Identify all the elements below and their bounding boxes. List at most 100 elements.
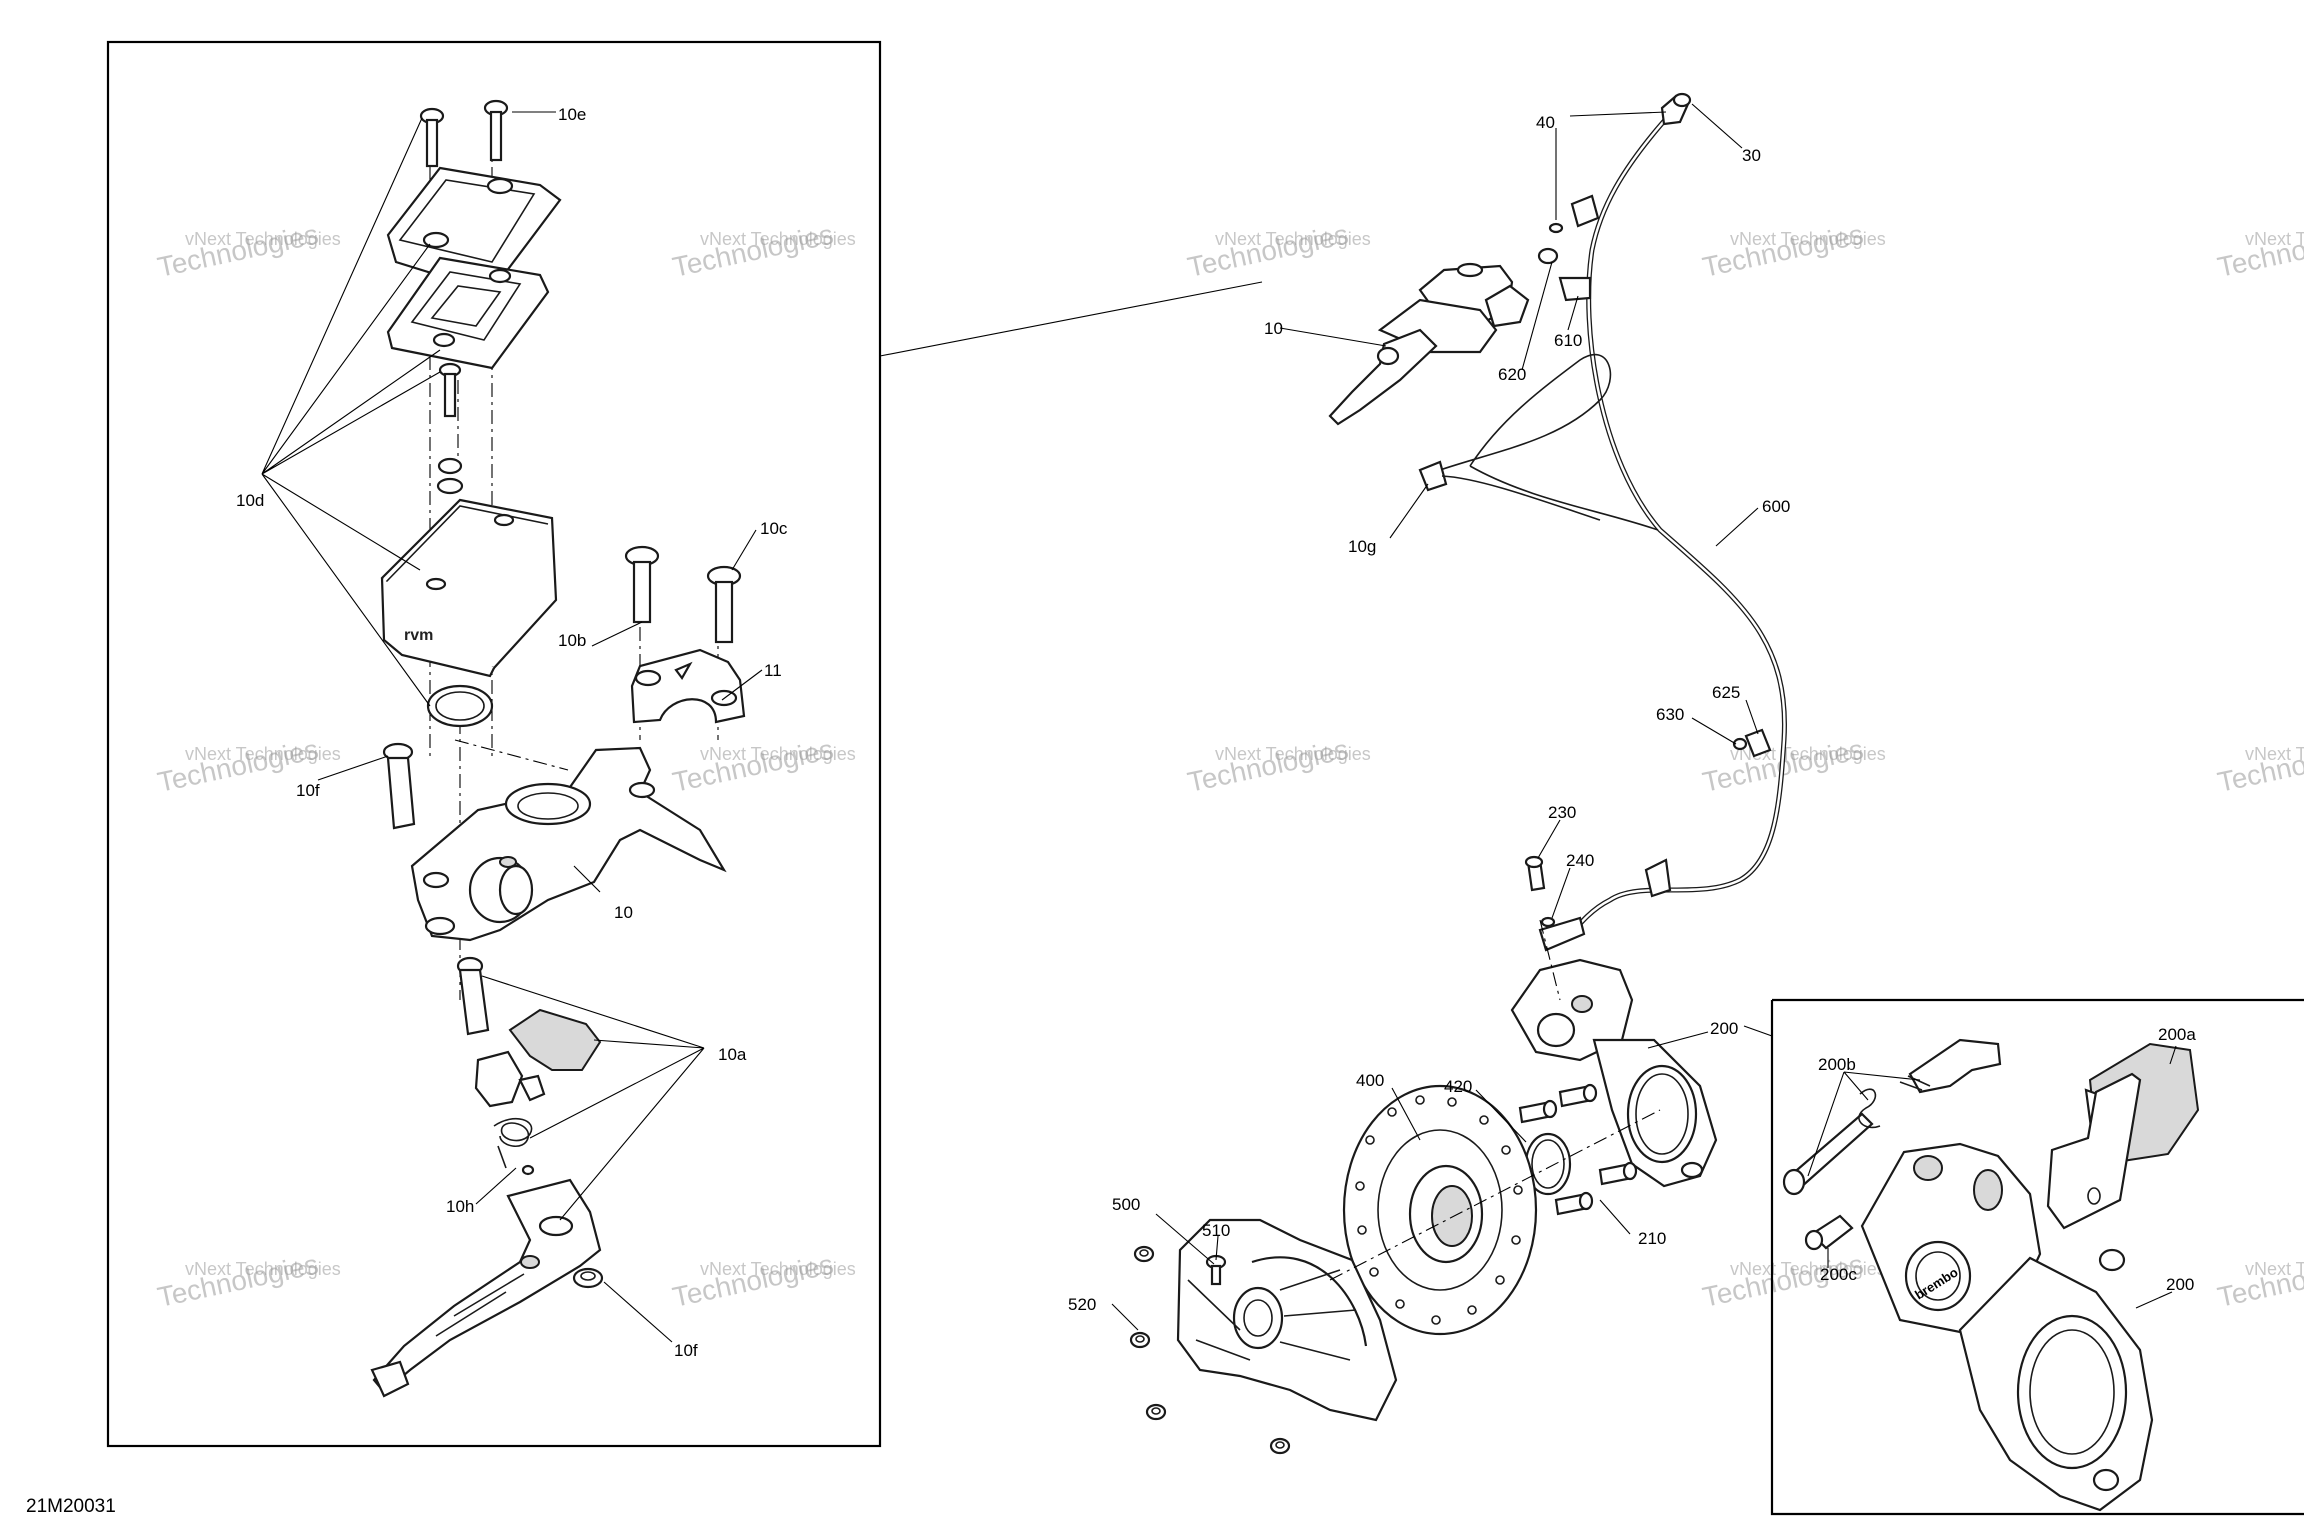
inset-leader-lines bbox=[1807, 1045, 2177, 1309]
callout-200b: 200b bbox=[1818, 1055, 1856, 1074]
inset-frame bbox=[1770, 998, 2304, 1516]
guard-nut bbox=[1269, 1437, 1291, 1455]
main-leader-lines bbox=[1111, 103, 1759, 1331]
brake-caliper bbox=[1510, 958, 1718, 1188]
watermark: vNext Technologies Technologies bbox=[1185, 219, 1371, 283]
watermark: vNext Technologies Technologies bbox=[155, 1249, 341, 1313]
reservoir-embossed-mark: rvm bbox=[404, 627, 433, 644]
callout-510: 510 bbox=[1202, 1221, 1230, 1240]
svg-text:vNext Technologies: vNext Technologies bbox=[1215, 229, 1371, 249]
callout-600: 600 bbox=[1762, 497, 1790, 516]
watermark: vNext Technologies Technologies bbox=[155, 219, 341, 283]
pivot-pin bbox=[382, 742, 416, 830]
detail-frame bbox=[106, 40, 882, 1448]
callout-625: 625 bbox=[1712, 683, 1740, 702]
callout-10f-lower: 10f bbox=[674, 1341, 698, 1360]
caliper-mounting-bolt bbox=[1598, 1161, 1638, 1186]
callout-520: 520 bbox=[1068, 1295, 1096, 1314]
callout-210: 210 bbox=[1638, 1229, 1666, 1248]
svg-text:vNext Technologies: vNext Technologies bbox=[2245, 229, 2304, 249]
callout-10-detail: 10 bbox=[614, 903, 633, 922]
svg-text:vNext Technologies: vNext Technologies bbox=[185, 229, 341, 249]
reservoir-diaphragm bbox=[386, 256, 550, 370]
guard-nut bbox=[1145, 1403, 1167, 1421]
figure-code: 21M20031 bbox=[26, 1496, 116, 1517]
pivot-nut bbox=[572, 1267, 604, 1289]
bleeder-screw bbox=[1524, 855, 1546, 892]
svg-text:vNext Technologies: vNext Technologies bbox=[185, 1259, 341, 1279]
detail-connector-line bbox=[879, 281, 1263, 357]
callout-40: 40 bbox=[1536, 113, 1555, 132]
svg-text:vNext Technologies: vNext Technologies bbox=[2245, 744, 2304, 764]
callout-10h: 10h bbox=[446, 1197, 474, 1216]
hose-bracket bbox=[1744, 728, 1772, 758]
inset-caliper-body: brembo bbox=[1860, 1142, 2154, 1512]
bleeder-cap bbox=[1540, 916, 1556, 928]
hose-fitting-upper bbox=[1570, 194, 1600, 228]
callout-10a: 10a bbox=[718, 1045, 747, 1064]
assembly-axis bbox=[454, 739, 569, 771]
caliper-mounting-bolt bbox=[1554, 1191, 1594, 1216]
reservoir-body: rvm bbox=[380, 498, 558, 678]
banjo-bolt-upper bbox=[1660, 92, 1692, 126]
callout-500: 500 bbox=[1112, 1195, 1140, 1214]
watermark: vNext Technologies Technologies bbox=[1700, 734, 1886, 798]
clamp-bolt bbox=[706, 565, 742, 644]
callout-10g: 10g bbox=[1348, 537, 1376, 556]
guard-nut bbox=[1133, 1245, 1155, 1263]
svg-text:vNext Technologies: vNext Technologies bbox=[700, 744, 856, 764]
pad-retaining-pin bbox=[1782, 1112, 1874, 1196]
watermark-layer: vNext Technologies Technologies vNext Te… bbox=[155, 219, 2304, 1313]
reservoir-cap bbox=[386, 166, 562, 287]
clamp-bolt bbox=[624, 545, 660, 624]
svg-text:vNext Technologies: vNext Technologies bbox=[700, 229, 856, 249]
callout-10d: 10d bbox=[236, 491, 264, 510]
watermark: vNext Technologies Technologies bbox=[1700, 1249, 1886, 1313]
watermark: vNext Technologies Technologies bbox=[2215, 734, 2304, 798]
hose-guide-clip bbox=[1558, 276, 1592, 302]
svg-text:vNext Technologies: vNext Technologies bbox=[1215, 744, 1371, 764]
inset-bleeder bbox=[1804, 1214, 1854, 1251]
caliper-detail-inset: brembo 200b 200a 200c 200 bbox=[1743, 998, 2304, 1516]
callout-10e: 10e bbox=[558, 105, 586, 124]
r-clip bbox=[1858, 1088, 1881, 1129]
callout-400: 400 bbox=[1356, 1071, 1384, 1090]
guard-nut bbox=[1129, 1331, 1151, 1349]
callout-630: 630 bbox=[1656, 705, 1684, 724]
callout-11: 11 bbox=[764, 661, 782, 680]
callout-620: 620 bbox=[1498, 365, 1526, 384]
brake-lever bbox=[370, 1178, 602, 1398]
callout-10: 10 bbox=[1264, 319, 1283, 338]
svg-text:vNext Technologies: vNext Technologies bbox=[700, 1259, 856, 1279]
watermark: vNext Technologies Technologies bbox=[1700, 219, 1886, 283]
svg-text:vNext Technologies: vNext Technologies bbox=[185, 744, 341, 764]
lever-pivot-bushing bbox=[456, 956, 490, 1036]
watermark: vNext Technologies Technologies bbox=[670, 734, 856, 798]
assembly-axis bbox=[1329, 919, 1661, 1281]
callout-10b: 10b bbox=[558, 631, 586, 650]
callout-200c: 200c bbox=[1820, 1265, 1857, 1284]
caliper-mounting-bolt bbox=[1558, 1083, 1598, 1108]
brake-switch-harness bbox=[1418, 353, 1659, 531]
callout-610: 610 bbox=[1554, 331, 1582, 350]
callout-10f-upper: 10f bbox=[296, 781, 320, 800]
watermark: vNext Technologies Technologies bbox=[670, 1249, 856, 1313]
svg-text:vNext Technologies: vNext Technologies bbox=[1730, 229, 1886, 249]
reservoir-inner-screw bbox=[436, 362, 464, 495]
callout-200a: 200a bbox=[2158, 1025, 2196, 1044]
callout-30: 30 bbox=[1742, 146, 1761, 165]
watermark: vNext Technologies Technologies bbox=[2215, 1249, 2304, 1313]
brake-system-assembly: 40 30 10 620 610 10g 600 625 630 230 240… bbox=[1068, 92, 1790, 1455]
detail-leader-lines bbox=[261, 111, 763, 1343]
return-spring bbox=[493, 1117, 535, 1176]
pad-spring bbox=[1899, 1038, 2002, 1094]
watermark: vNext Technologies Technologies bbox=[2215, 219, 2304, 283]
caliper-mounting-bolt bbox=[1518, 1099, 1558, 1124]
callout-230: 230 bbox=[1548, 803, 1576, 822]
callout-200: 200 bbox=[1710, 1019, 1738, 1038]
brake-disc bbox=[1342, 1084, 1538, 1336]
master-cylinder-body bbox=[410, 746, 727, 942]
clamp-nut bbox=[1537, 247, 1559, 265]
cover-screw bbox=[419, 107, 445, 168]
